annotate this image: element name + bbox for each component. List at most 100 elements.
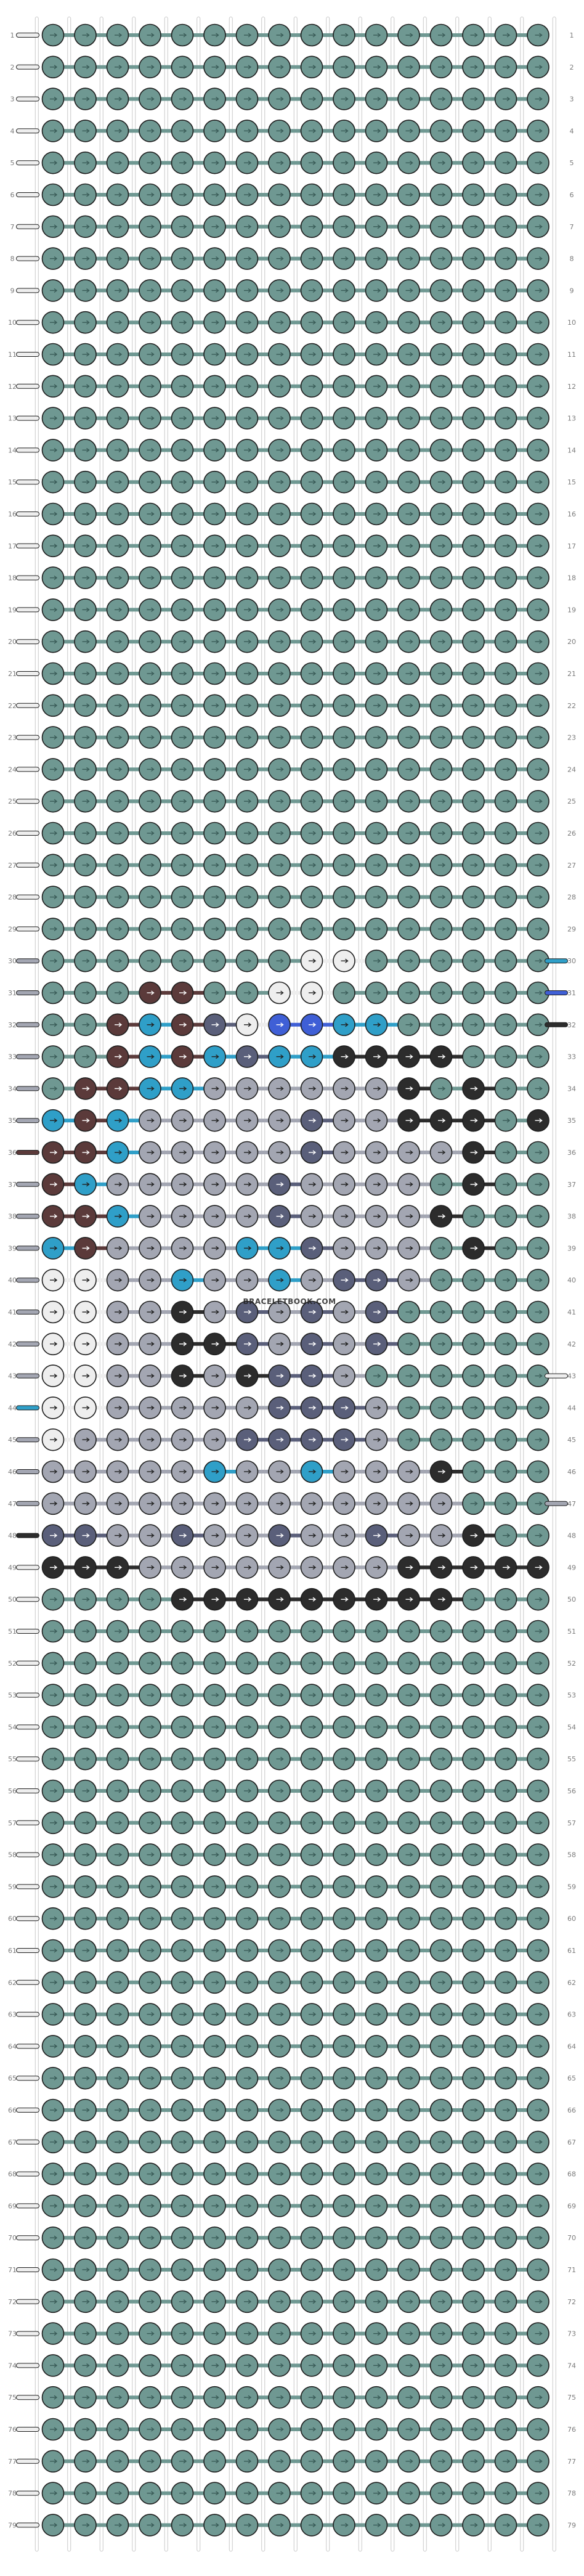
arrowhead-icon (539, 384, 543, 389)
knot (494, 1077, 517, 1100)
knot (235, 1332, 259, 1356)
knot (365, 1300, 388, 1324)
knot (397, 981, 420, 1005)
knot (268, 120, 291, 142)
knot (527, 1556, 550, 1579)
arrowhead-icon (474, 512, 478, 516)
knot (268, 1428, 291, 1451)
knot (235, 151, 259, 174)
arrowhead-icon (86, 512, 90, 516)
knot (527, 630, 550, 653)
knot (397, 1205, 420, 1228)
knot (397, 1556, 420, 1579)
arrowhead-icon (86, 192, 90, 197)
knot (235, 1364, 259, 1387)
knot (365, 470, 388, 494)
arrowhead-icon (312, 288, 317, 293)
arrowhead-icon (216, 416, 219, 421)
knot (268, 1747, 291, 1771)
arrowhead-icon (377, 384, 381, 389)
knot (203, 1524, 226, 1547)
arrowhead-icon (54, 479, 58, 484)
arrowhead-icon (280, 479, 284, 484)
knot (300, 407, 323, 430)
arrowhead-icon (280, 192, 284, 197)
knot (268, 758, 291, 781)
knot (235, 1045, 259, 1068)
knot (139, 949, 161, 972)
knot (268, 1716, 291, 1738)
arrowhead-icon (118, 1022, 123, 1027)
knot (300, 1364, 323, 1387)
knot (300, 1045, 323, 1068)
knot (235, 1652, 259, 1675)
knot (462, 1013, 485, 1037)
knot (397, 1173, 420, 1196)
knot (300, 311, 323, 334)
arrowhead-icon (280, 895, 284, 900)
arrowhead-icon (216, 863, 219, 868)
arrowhead-icon (216, 512, 219, 516)
knot (139, 1843, 161, 1866)
arrowhead-icon (442, 1022, 446, 1027)
knot (171, 120, 194, 142)
arrowhead-icon (474, 607, 478, 612)
knot (365, 1588, 388, 1611)
knot (74, 1843, 97, 1866)
knot (300, 215, 323, 238)
arrowhead-icon (506, 958, 511, 963)
knot (171, 215, 194, 238)
knot (235, 439, 259, 462)
arrowhead-icon (312, 479, 317, 484)
arrowhead-icon (118, 479, 123, 484)
arrowhead-icon (280, 384, 284, 389)
knot (235, 1428, 259, 1451)
knot (106, 1109, 129, 1132)
knot (171, 1077, 194, 1100)
arrowhead-icon (539, 607, 543, 612)
knot (235, 23, 259, 47)
arrowhead-icon (280, 671, 284, 676)
knot (365, 789, 388, 813)
arrowhead-icon (506, 224, 511, 229)
arrowhead-icon (539, 703, 543, 708)
knot (365, 407, 388, 430)
knot (397, 279, 420, 302)
arrowhead-icon (54, 735, 58, 740)
arrowhead-icon (312, 735, 317, 740)
knot (74, 502, 97, 526)
knot (527, 311, 550, 334)
arrowhead-icon (312, 224, 317, 229)
knot (300, 439, 323, 462)
knot (300, 151, 323, 174)
arrowhead-icon (86, 639, 90, 644)
knot (203, 758, 226, 781)
knot (139, 1013, 161, 1037)
knot (462, 566, 485, 589)
knot (494, 726, 517, 749)
knot (41, 1205, 65, 1228)
arrowhead-icon (216, 1054, 219, 1059)
arrowhead-icon (377, 607, 381, 612)
knot (397, 1620, 420, 1643)
knot (333, 23, 355, 47)
arrowhead-icon (506, 863, 511, 868)
arrowhead-icon (410, 128, 413, 133)
knot (300, 918, 323, 940)
knot (106, 1620, 129, 1643)
knot (74, 88, 97, 110)
arrowhead-icon (86, 544, 90, 548)
knot (74, 1524, 97, 1547)
arrowhead-icon (86, 65, 90, 70)
knot (397, 854, 420, 877)
knot (494, 470, 517, 494)
knot (527, 151, 550, 174)
arrowhead-icon (506, 1022, 511, 1027)
arrowhead-icon (118, 544, 123, 548)
knot (203, 183, 226, 206)
knot (41, 949, 65, 972)
knot (365, 1364, 388, 1387)
knot (365, 1428, 388, 1451)
knot (171, 1716, 194, 1738)
knot (235, 918, 259, 940)
